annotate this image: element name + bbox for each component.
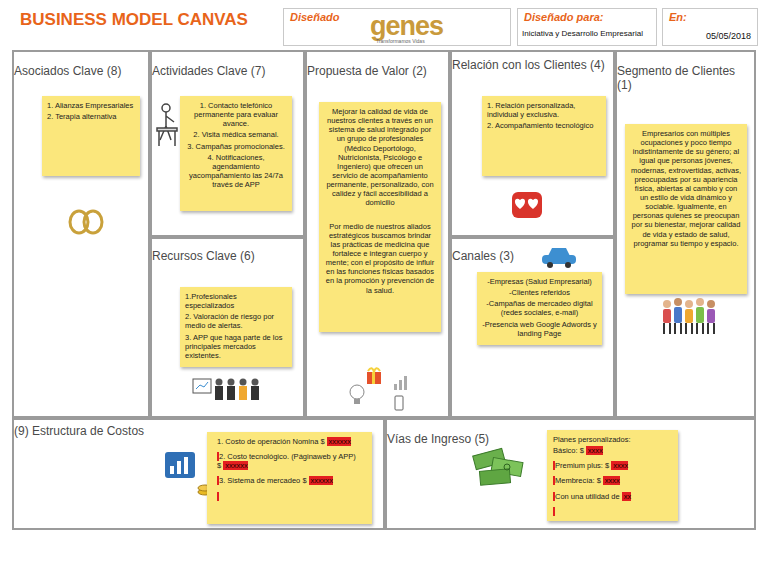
note-text: Membrecía: $: [555, 476, 601, 485]
team-icon: [193, 379, 259, 401]
people-group-icon: [663, 298, 715, 334]
canvas-ground: [12, 50, 756, 530]
note-text: -Clientes referidos: [482, 288, 597, 297]
note-text: 2. Valoración de riesgo por medio de ale…: [185, 312, 287, 330]
sticky-note: 1. Alianzas Empresariales 2. Terapia alte…: [42, 96, 140, 176]
header-text: En:: [669, 11, 687, 23]
canvas-block: (9) Estructura de Costos1. Costo de oper…: [12, 418, 385, 530]
sticky-note: Planes personalizados:Básico: $xxxxPremi…: [547, 430, 678, 521]
block-heading: Asociados Clave (8): [14, 64, 140, 78]
canvas-block: Canales (3) -Empresas (Salud Empresarial)…: [450, 237, 615, 418]
note-text: Por medio de nuestros aliados estratégic…: [324, 222, 436, 295]
sticky-note: Mejorar la calidad de vida de nuestros c…: [319, 102, 441, 332]
note-text: 1. Relación personalizada, individual y …: [487, 101, 601, 119]
note-text: 2. Visita médica semanal.: [185, 130, 287, 139]
header-text: Transformamos Vidas: [376, 38, 425, 44]
canvas-block: Propuesta de Valor (2) Mejorar la calidad…: [305, 50, 450, 418]
sticky-note: 1. Contacto telefónico permanente para e…: [180, 96, 292, 211]
note-text: 2. Acompañamiento tecnológico: [487, 121, 601, 130]
header-box: Diseñado para: Iniciativa y Desarrollo Em…: [517, 8, 657, 46]
header-text: Diseñado para:: [524, 11, 603, 23]
sticky-note: Empresarios con múltiples ocupaciones y …: [625, 124, 747, 294]
note-text: 4. Notificaciones, agendamiento yacompañ…: [185, 153, 287, 190]
note-text: 1.Profesionales especializados: [185, 292, 287, 310]
hearts-icon: [512, 192, 542, 218]
canvas-block: Recursos Clave (6) 1.Profesionales especi…: [150, 237, 305, 418]
block-heading: (9) Estructura de Costos: [14, 424, 375, 438]
canvas-block: Segmento de Clientes (1) Empresarios con …: [615, 50, 756, 418]
block-heading: Canales (3): [452, 249, 605, 263]
note-text: -Presencia web Google Adwords y landing …: [482, 320, 597, 338]
note-text: Empresarios con múltiples ocupaciones y …: [630, 129, 742, 248]
car-icon: [542, 248, 576, 268]
block-heading: Propuesta de Valor (2): [307, 64, 442, 78]
note-text: Con una utilidad de: [555, 492, 620, 501]
desk-person-icon: [157, 104, 177, 146]
header-text: Iniciativa y Desarrollo Empresarial: [522, 29, 643, 38]
note-text: Mejorar la calidad de vida de nuestros c…: [324, 107, 436, 208]
canvas-block: Relación con los Clientes (4) 1. Relación…: [450, 50, 615, 237]
note-text: Básico: $: [553, 446, 584, 455]
note-text: 3. Sistema de mercadeo $: [219, 476, 307, 485]
note-text: 1. Contacto telefónico permanente para e…: [185, 101, 287, 128]
canvas-block: Asociados Clave (8) 1. Alianzas Empresari…: [12, 50, 150, 418]
sticky-note: 1.Profesionales especializados 2. Valorac…: [180, 287, 292, 367]
rings-icon: [70, 211, 102, 233]
note-text: -Empresas (Salud Empresarial): [482, 277, 597, 286]
note-text: 2. Terapia alternativa: [47, 112, 135, 121]
header-text: Diseñado: [290, 11, 340, 23]
sticky-note: -Empresas (Salud Empresarial) -Clientes r…: [477, 272, 602, 345]
block-heading: Relación con los Clientes (4): [452, 58, 605, 72]
canvas-block: Actividades Clave (7) 1. Contacto telefón…: [150, 50, 305, 237]
canvas-title: BUSINESS MODEL CANVAS: [20, 10, 248, 30]
note-text: 1. Costo de operación Nomina $: [217, 437, 325, 446]
header-box: Diseñado genesTransformamos Vidas: [283, 8, 511, 46]
header-text: 05/05/2018: [706, 31, 751, 41]
canvas-block: Vías de Ingreso (5)Planes personalizados…: [385, 418, 756, 530]
block-heading: Segmento de Clientes (1): [617, 64, 744, 93]
header-box: En: 05/05/2018: [662, 8, 758, 46]
note-text: Planes personalizados:: [553, 435, 673, 444]
header-text: genes: [370, 11, 443, 42]
note-text: 1. Alianzas Empresariales: [47, 101, 135, 110]
sticky-note: 1. Relación personalizada, individual y …: [482, 96, 606, 176]
note-text: 3. APP que haga parte de los principales…: [185, 333, 287, 360]
block-heading: Actividades Clave (7): [152, 64, 295, 78]
value-icons: [350, 368, 407, 410]
money-icon: [473, 448, 523, 485]
cost-icon: [165, 452, 212, 495]
note-text: 3. Campañas promocionales.: [185, 142, 287, 151]
sticky-note: 1. Costo de operación Nomina $xxxxxx2. C…: [207, 432, 372, 524]
note-text: Premium plus: $: [555, 461, 609, 470]
note-text: -Campañas de mercadeo digital (redes soc…: [482, 299, 597, 317]
block-heading: Recursos Clave (6): [152, 249, 295, 263]
